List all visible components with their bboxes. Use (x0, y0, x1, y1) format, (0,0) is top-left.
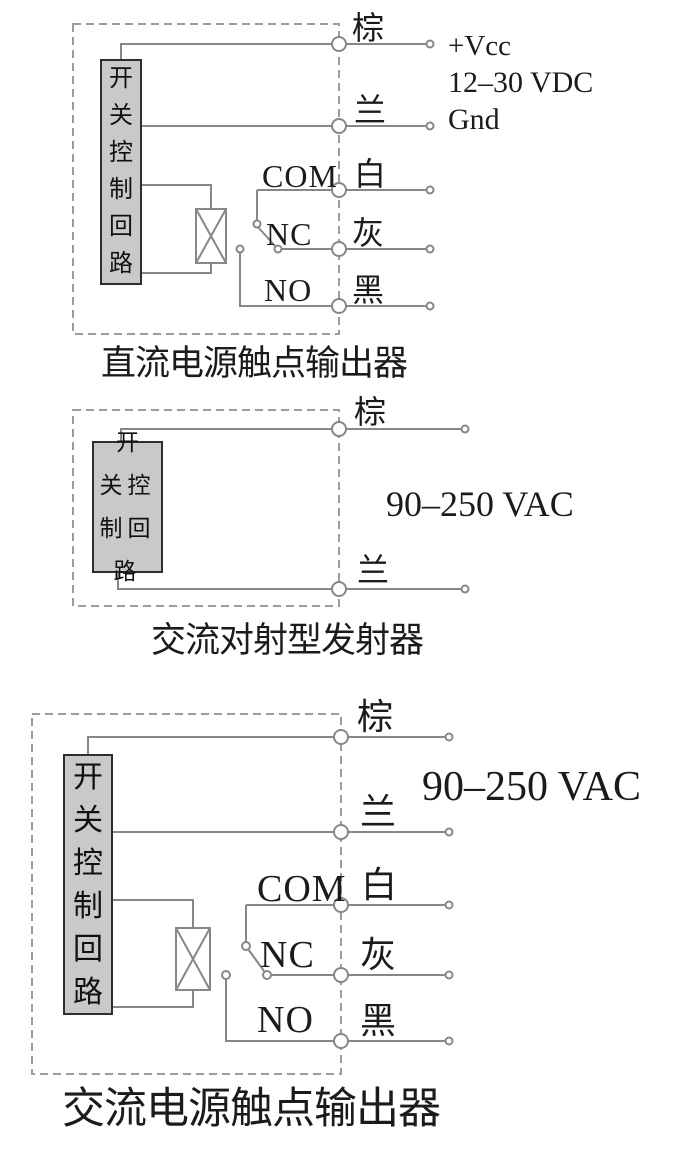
d2-wire-blue (117, 573, 462, 590)
d3-label-gray: 灰 (360, 935, 397, 975)
d2-caption: 交流对射型发射器 (151, 621, 424, 660)
d1-contact-switch (257, 226, 276, 247)
d1-dashed-enclosure (72, 23, 340, 335)
d2-wire-brown (120, 428, 462, 441)
d3-label-blue: 兰 (360, 792, 397, 832)
d1-label-black: 黑 (352, 272, 385, 308)
d1-label-nc: NC (266, 216, 313, 252)
d3-label-black: 黑 (360, 1001, 397, 1041)
d2-dashed-enclosure (72, 409, 340, 607)
d1-label-vcc: +Vcc (448, 30, 512, 62)
d3-relay-coil-symbol (175, 927, 211, 991)
d1-label-vdc-range: 12–30 VDC (448, 66, 594, 99)
d3-dashed-enclosure (31, 713, 342, 1075)
d1-label-gray: 灰 (352, 215, 385, 251)
d3-label-white: 白 (361, 865, 398, 905)
d1-label-brown: 棕 (352, 10, 385, 46)
control-box-label: 开关控制回路 (109, 66, 133, 277)
d3-wire-no (225, 979, 446, 1042)
d3-label-com: COM (257, 868, 347, 910)
d2-terminal-circles (331, 421, 470, 597)
d1-label-white: 白 (354, 156, 387, 192)
d2-label-vac-range: 90–250 VAC (386, 484, 574, 524)
d3-label-nc: NC (260, 934, 315, 976)
d3-terminal-circles (221, 729, 454, 1049)
d2-label-brown: 棕 (354, 394, 387, 430)
d1-control-box: 开关控制回路 (100, 59, 142, 285)
d3-contact-switch (247, 948, 265, 972)
d1-label-no: NO (264, 272, 313, 308)
d3-caption: 交流电源触点输出器 (62, 1086, 441, 1133)
d1-label-com: COM (262, 158, 338, 194)
d1-relay-feed-wires (142, 184, 212, 274)
d3-wire-brown (87, 736, 446, 755)
d1-label-blue: 兰 (354, 92, 387, 128)
d3-label-no: NO (257, 999, 314, 1041)
d3-label-vac-range: 90–250 VAC (422, 764, 642, 810)
d1-relay-coil-symbol (195, 208, 227, 264)
control-box-label: 开关控制回路 (73, 760, 103, 1009)
d1-wire-no (239, 252, 430, 307)
d2-control-box: 开关控制回路 (92, 430, 163, 584)
d2-label-blue: 兰 (357, 552, 390, 588)
d1-wire-brown (120, 43, 430, 59)
d1-label-gnd: Gnd (448, 103, 500, 136)
d3-relay-feed-wires (112, 899, 194, 1008)
control-box-label: 开关控制回路 (99, 430, 156, 584)
d1-terminal-circles (235, 36, 435, 314)
d1-caption: 直流电源触点输出器 (101, 344, 408, 383)
d3-label-brown: 棕 (357, 697, 394, 737)
d3-control-box: 开关控制回路 (63, 754, 113, 1015)
